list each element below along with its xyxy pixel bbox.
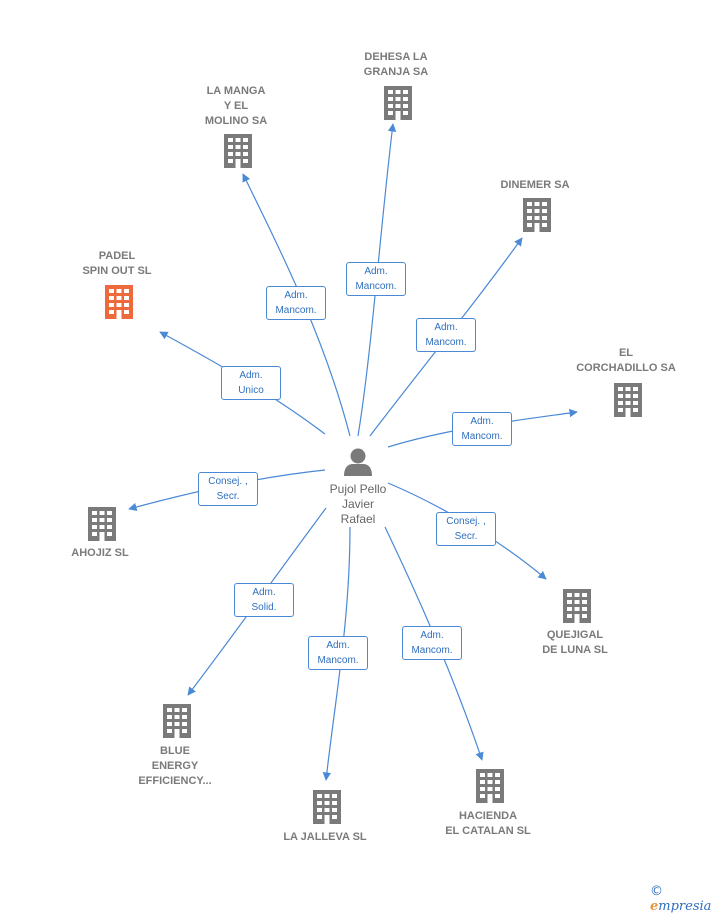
- role-badge-dehesa: Adm. Mancom.: [346, 262, 406, 296]
- building-icon-padel[interactable]: [105, 285, 133, 319]
- building-icon-blue[interactable]: [163, 704, 191, 738]
- role-badge-manga: Adm. Mancom.: [266, 286, 326, 320]
- role-badge-blue: Adm. Solid.: [234, 583, 294, 617]
- building-icon-dehesa[interactable]: [384, 86, 412, 120]
- building-icon-manga[interactable]: [224, 134, 252, 168]
- building-icon-quejigal[interactable]: [563, 589, 591, 623]
- building-icon-ahojiz[interactable]: [88, 507, 116, 541]
- role-badge-jalleva: Adm. Mancom.: [308, 636, 368, 670]
- empresia-logo: © empresia: [650, 884, 712, 914]
- role-badge-quejigal: Consej. , Secr.: [436, 512, 496, 546]
- company-label-manga[interactable]: LA MANGA Y EL MOLINO SA: [204, 85, 268, 127]
- company-label-quejigal[interactable]: QUEJIGAL DE LUNA SL: [542, 629, 608, 656]
- role-badge-corchadillo: Adm. Mancom.: [452, 412, 512, 446]
- building-icon-jalleva[interactable]: [313, 790, 341, 824]
- building-icon-corchadillo[interactable]: [614, 383, 642, 417]
- role-badge-padel: Adm. Unico: [221, 366, 281, 400]
- role-badge-ahojiz: Consej. , Secr.: [198, 472, 258, 506]
- company-label-hacienda[interactable]: HACIENDA EL CATALAN SL: [445, 810, 531, 837]
- center-person-label[interactable]: Pujol Pello Javier Rafael: [329, 482, 387, 526]
- company-label-blue[interactable]: BLUE ENERGY EFFICIENCY...: [138, 745, 212, 787]
- person-icon: [344, 448, 372, 476]
- company-label-dinemer[interactable]: DINEMER SA: [500, 179, 570, 191]
- copyright-icon: ©: [650, 884, 663, 899]
- company-label-ahojiz[interactable]: AHOJIZ SL: [71, 547, 129, 559]
- role-badge-hacienda: Adm. Mancom.: [402, 626, 462, 660]
- company-label-corchadillo[interactable]: EL CORCHADILLO SA: [576, 347, 676, 374]
- company-label-padel[interactable]: PADEL SPIN OUT SL: [82, 250, 152, 277]
- building-icon-hacienda[interactable]: [476, 769, 504, 803]
- building-icon-dinemer[interactable]: [523, 198, 551, 232]
- company-label-jalleva[interactable]: LA JALLEVA SL: [283, 831, 367, 843]
- role-badge-dinemer: Adm. Mancom.: [416, 318, 476, 352]
- company-label-dehesa[interactable]: DEHESA LA GRANJA SA: [363, 51, 429, 78]
